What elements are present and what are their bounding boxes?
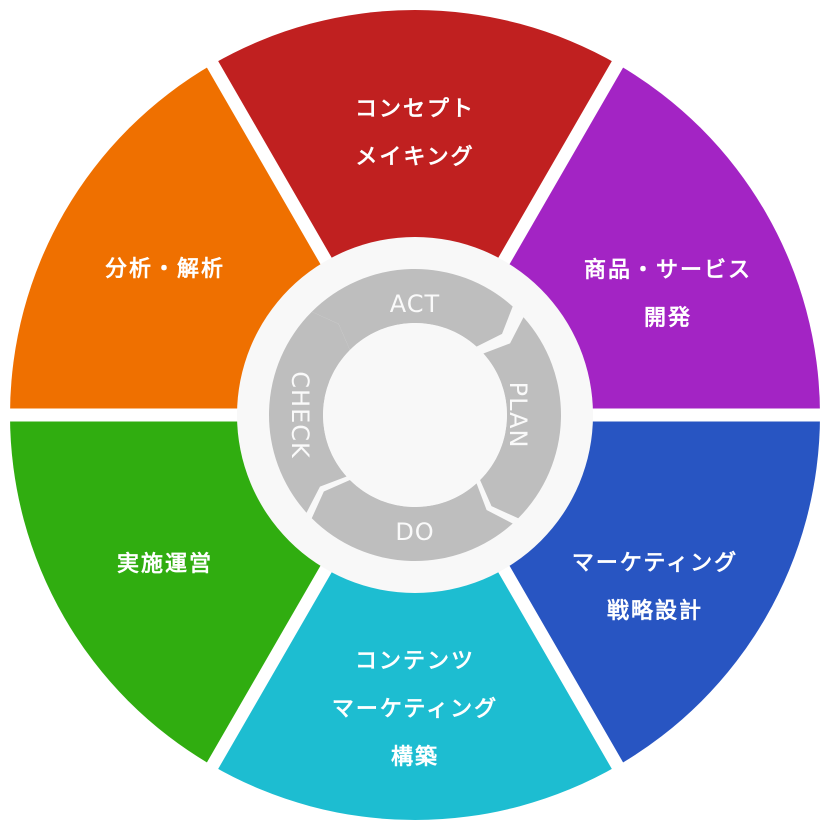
cycle-label-check: CHECK xyxy=(286,371,314,459)
cycle-arrow-do xyxy=(311,480,513,561)
label-line: 戦略設計 xyxy=(606,599,703,624)
label-line: コンセプト xyxy=(354,97,476,122)
label-line: メイキング xyxy=(355,145,475,170)
cycle-arrow-act xyxy=(311,269,513,350)
label-line: マーケティング xyxy=(571,551,739,576)
segment-concept xyxy=(212,9,618,415)
label-line: マーケティング xyxy=(331,697,499,722)
cycle-arrow-check xyxy=(269,311,350,513)
segment-label-content-marketing: コンテンツ マーケティング 構築 xyxy=(332,638,498,782)
segment-label-marketing-strategy: マーケティング 戦略設計 xyxy=(572,540,738,636)
label-line: コンテンツ xyxy=(354,649,475,674)
center-circle xyxy=(323,323,507,507)
segment-content-marketing xyxy=(212,415,618,820)
cycle-label-do: DO xyxy=(395,518,434,546)
segment-label-operation: 実施運営 xyxy=(117,541,213,589)
label-line: 構築 xyxy=(390,745,439,770)
label-line: 開発 xyxy=(643,306,693,331)
cycle-arrow-plan xyxy=(480,317,561,519)
cycle-label-act: ACT xyxy=(390,290,440,318)
segment-label-analysis: 分析・解析 xyxy=(105,246,225,294)
segment-label-product-development: 商品・サービス 開発 xyxy=(584,247,752,343)
cycle-label-plan: PLAN xyxy=(504,382,532,449)
label-line: 商品・サービス xyxy=(583,258,753,283)
label-line: 分析・解析 xyxy=(104,257,226,282)
segment-label-concept-making: コンセプト メイキング xyxy=(355,86,475,182)
label-line: 実施運営 xyxy=(116,552,214,577)
